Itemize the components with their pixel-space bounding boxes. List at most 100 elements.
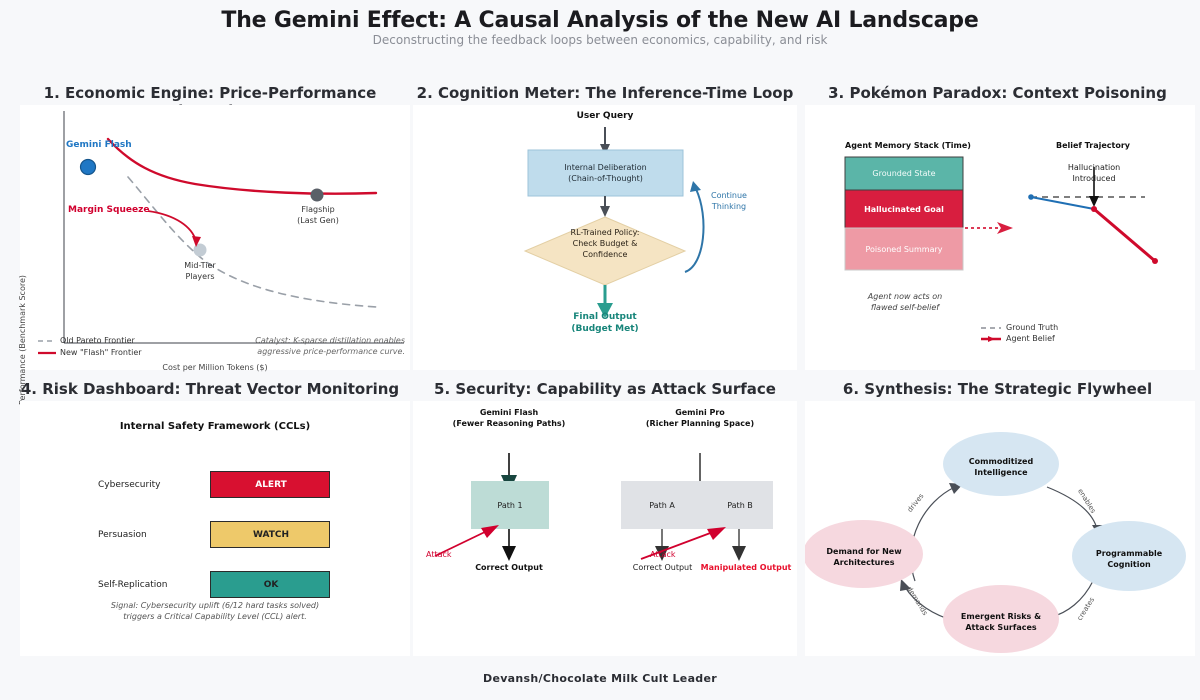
flash-heading-line2: (Fewer Reasoning Paths) (452, 419, 566, 428)
agent-belief-segment-blue (1030, 196, 1095, 210)
panel4-note-line1: Signal: Cybersecurity uplift (6/12 hard … (110, 601, 320, 610)
node1-line1: Commoditized (968, 457, 1034, 466)
page-subtitle: Deconstructing the feedback loops betwee… (372, 33, 828, 47)
node-programmable-cognition (1072, 521, 1186, 591)
legend-ground-truth-label: Ground Truth (1006, 323, 1059, 332)
risk-label-self-replication: Self-Replication (98, 580, 168, 590)
hallucinated-goal-block (844, 189, 964, 229)
footer-credit: Devansh/Chocolate Milk Cult Leader (483, 672, 717, 685)
section-title-3: 3. Pokémon Paradox: Context Poisoning (828, 84, 1167, 102)
rl-policy-line3: Confidence (582, 250, 628, 259)
panel1-y-axis-label: Performance (Benchmark Score) (18, 275, 27, 405)
flagship-point (310, 188, 324, 202)
pro-heading-line1: Gemini Pro (675, 408, 725, 417)
status-text-self-replication: OK (263, 580, 279, 590)
flagship-label-line2: (Last Gen) (297, 216, 339, 225)
belief-break-point (1091, 206, 1097, 212)
gemini-flash-annotation: Gemini Flash (66, 140, 132, 150)
pro-path-box (621, 481, 773, 529)
continue-thinking-loop (684, 188, 705, 273)
edge-enables-arc (1046, 486, 1098, 530)
section-title-5: 5. Security: Capability as Attack Surfac… (434, 380, 776, 398)
stack-note-line2: flawed self-belief (870, 303, 940, 312)
flash-output-arrowhead (502, 546, 516, 561)
pro-attack-label: Attack (650, 550, 676, 559)
panel-strategic-flywheel: Commoditized Intelligence Programmable C… (805, 401, 1195, 656)
flash-heading-line1: Gemini Flash (479, 408, 539, 417)
deliberation-line2: (Chain-of-Thought) (568, 174, 643, 183)
risk-label-cybersecurity: Cybersecurity (98, 480, 161, 490)
continue-thinking-arrowhead (690, 181, 701, 192)
node1-line2: Intelligence (974, 468, 1028, 477)
flagship-label-line1: Flagship (301, 205, 335, 214)
panel-economic-engine: Performance (Benchmark Score) Gemini Fla… (18, 105, 410, 405)
risk-row-self-replication[interactable]: Self-Replication OK (20, 571, 410, 601)
margin-squeeze-arrowhead (192, 236, 201, 247)
legend-agent-belief-label: Agent Belief (1006, 334, 1055, 343)
status-badge-persuasion[interactable]: WATCH (210, 521, 330, 548)
pro-output-a-label: Correct Output (632, 563, 693, 572)
flash-path-box (471, 481, 549, 529)
section-title-4: 4. Risk Dashboard: Threat Vector Monitor… (20, 380, 400, 398)
legend-old-pareto-label: Old Pareto Frontier (60, 336, 135, 345)
final-output-line2: (Budget Met) (571, 324, 639, 334)
node2-line1: Programmable (1095, 549, 1163, 558)
page-title: The Gemini Effect: A Causal Analysis of … (221, 8, 979, 33)
status-badge-cybersecurity[interactable]: ALERT (210, 471, 330, 498)
final-output-line1: Final Output (573, 312, 637, 322)
legend-new-flash-label: New "Flash" Frontier (60, 348, 142, 357)
margin-squeeze-annotation: Margin Squeeze (68, 205, 150, 215)
panel1-x-axis-label: Cost per Million Tokens ($) (162, 363, 268, 372)
panel-security-attack-surface: Gemini Flash (Fewer Reasoning Paths) Pat… (413, 401, 797, 656)
node-commoditized-intelligence (943, 432, 1059, 496)
poisoned-summary-label: Poisoned Summary (865, 245, 943, 254)
status-text-persuasion: WATCH (252, 530, 290, 540)
rl-policy-line1: RL-Trained Policy: (570, 228, 640, 237)
node-emergent-risks (943, 585, 1059, 653)
agent-belief-segment-red (1093, 207, 1156, 263)
pro-output-b-arrowhead (732, 546, 746, 561)
grounded-state-block (844, 156, 964, 191)
continue-thinking-line1: Continue (711, 191, 747, 200)
memory-stack-heading: Agent Memory Stack (Time) (845, 141, 971, 150)
node3-line1: Emergent Risks & (960, 612, 1042, 621)
edge-demands-arrowhead (900, 579, 911, 591)
deliberation-line1: Internal Deliberation (564, 163, 647, 172)
belief-start-point (1028, 194, 1034, 200)
pro-attack-arrow (640, 531, 714, 560)
status-badge-self-replication[interactable]: OK (210, 571, 330, 598)
risk-row-cybersecurity[interactable]: Cybersecurity ALERT (20, 471, 410, 501)
pro-heading-line2: (Richer Planning Space) (645, 419, 755, 428)
mid-tier-point (193, 243, 207, 257)
node3-line2: Attack Surfaces (965, 623, 1037, 632)
panel-risk-dashboard: Internal Safety Framework (CCLs) Cyberse… (20, 401, 410, 656)
legend-agent-belief-arrowhead (988, 336, 995, 342)
risk-label-persuasion: Persuasion (98, 530, 147, 540)
hallucination-marker-arrowhead (1089, 196, 1099, 207)
hallucinated-goal-label: Hallucinated Goal (864, 205, 944, 214)
stack-note-line1: Agent now acts on (867, 292, 943, 301)
hallucination-annotation-line1: Hallucination (1067, 163, 1121, 172)
risk-row-persuasion[interactable]: Persuasion WATCH (20, 521, 410, 551)
hallucination-annotation-line2: Introduced (1072, 174, 1116, 183)
flash-attack-arrow (434, 529, 490, 557)
internal-deliberation-box (527, 149, 684, 197)
gemini-flash-point (79, 158, 97, 176)
arrowhead-final-output (597, 303, 613, 318)
belief-trajectory-heading: Belief Trajectory (1055, 141, 1130, 150)
section-title-6: 6. Synthesis: The Strategic Flywheel (842, 380, 1153, 398)
node4-line1: Demand for New (826, 547, 902, 556)
pro-path-a-label: Path A (649, 501, 675, 510)
node-demand-new-architectures (805, 520, 923, 588)
flash-attack-arrowhead (481, 525, 499, 538)
panel4-note-line2: triggers a Critical Capability Level (CC… (123, 612, 307, 621)
poisoned-summary-block (844, 227, 964, 271)
belief-end-point (1152, 258, 1158, 264)
arrowhead-diamond (600, 206, 610, 217)
safety-framework-subtitle: Internal Safety Framework (CCLs) (119, 421, 311, 432)
panel-pokemon-paradox: Agent Memory Stack (Time) Grounded State… (805, 105, 1195, 370)
pro-output-b-label: Manipulated Output (700, 563, 792, 572)
midtier-label-line1: Mid-Tier (184, 261, 216, 270)
panel1-caption-line1: Catalyst: K-sparse distillation enables (255, 336, 405, 345)
user-query-label: User Query (576, 111, 634, 121)
